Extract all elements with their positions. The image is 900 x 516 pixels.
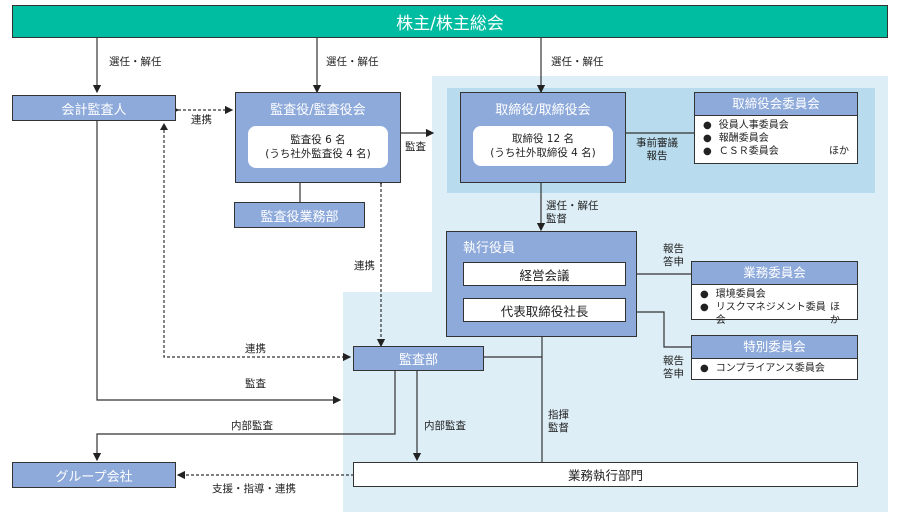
label-report-reply-b: 報告 答申 — [663, 355, 684, 380]
shareholders-title: 株主/株主総会 — [396, 14, 504, 34]
business-divisions-label: 業務執行部門 — [567, 468, 643, 483]
label-elect-dismiss-3: 選任・解任 — [551, 56, 604, 68]
label-internal-audit-group: 内部監査 — [231, 420, 273, 432]
label-report-reply-a: 報告 答申 — [663, 243, 684, 268]
audit-board-members: 監査役 6 名 (うち社外監査役 4 名) — [248, 126, 388, 168]
business-committees-title: 業務委員会 — [692, 262, 857, 285]
committee-item: ●役員人事委員会 — [703, 120, 789, 131]
committee-item: ●環境委員会 — [700, 289, 766, 300]
internal-audit-node: 監査部 — [353, 346, 484, 371]
edge-internal-audit-group — [92, 370, 396, 462]
business-committees-list: ●環境委員会 ●リスクマネジメント委員会ほか — [692, 285, 857, 330]
audit-board-outside-count: (うち社外監査役 4 名) — [265, 148, 371, 160]
label-coop-vertical: 連携 — [354, 260, 375, 272]
business-committees-node: 業務委員会 ●環境委員会 ●リスクマネジメント委員会ほか — [691, 261, 858, 326]
label-audit-accounting: 監査 — [245, 378, 266, 390]
label-internal-audit-divisions: 内部監査 — [424, 420, 466, 432]
label-elect-supervise: 選任・解任 監督 — [546, 200, 599, 225]
executive-officers-node: 執行役員 経営会議 代表取締役社長 — [446, 231, 637, 337]
label-coop-auditor: 連携 — [191, 114, 212, 126]
board-committees-list: ●役員人事委員会 ●報酬委員会 ●ＣＳＲ委員会ほか — [695, 116, 857, 161]
board-members: 取締役 12 名 (うち社外取締役 4 名) — [473, 126, 613, 166]
audit-board-members-count: 監査役 6 名 — [290, 134, 346, 146]
board-members-count: 取締役 12 名 — [511, 133, 575, 145]
management-meeting-node: 経営会議 — [463, 262, 626, 286]
audit-board-title: 監査役/監査役会 — [270, 103, 366, 118]
special-committees-title: 特別委員会 — [692, 336, 857, 359]
label-elect-dismiss-1: 選任・解任 — [109, 56, 162, 68]
group-companies-label: グループ会社 — [55, 469, 133, 485]
label-coop-internal: 連携 — [245, 343, 266, 355]
label-command-supervise: 指揮 監督 — [548, 409, 569, 434]
label-elect-dismiss-2: 選任・解任 — [326, 56, 379, 68]
board-title: 取締役/取締役会 — [495, 103, 591, 118]
board-outside-count: (うち社外取締役 4 名) — [490, 147, 596, 159]
label-support: 支援・指導・連携 — [212, 483, 296, 495]
committee-item: ●コンプライアンス委員会 — [700, 363, 825, 374]
president-node: 代表取締役社長 — [463, 298, 626, 322]
committee-item: ●ＣＳＲ委員会ほか — [703, 146, 849, 157]
accounting-auditor-node: 会計監査人 — [12, 95, 176, 121]
internal-audit-label: 監査部 — [398, 353, 438, 368]
business-divisions-node: 業務執行部門 — [353, 462, 858, 487]
shareholders-meeting: 株主/株主総会 — [12, 5, 888, 38]
audit-board-node: 監査役/監査役会 監査役 6 名 (うち社外監査役 4 名) — [235, 92, 401, 183]
board-committees-title: 取締役会委員会 — [695, 93, 857, 116]
accounting-auditor-label: 会計監査人 — [61, 102, 127, 118]
edge-accounting-audit — [96, 121, 342, 405]
committee-item: ●リスクマネジメント委員会ほか — [700, 302, 840, 326]
label-prior-review: 事前審議 報告 — [636, 137, 678, 162]
board-committees-node: 取締役会委員会 ●役員人事委員会 ●報酬委員会 ●ＣＳＲ委員会ほか — [694, 92, 858, 164]
group-companies-node: グループ会社 — [12, 462, 176, 488]
edge-exec-special-committees — [637, 311, 691, 348]
special-committees-list: ●コンプライアンス委員会 — [692, 359, 857, 378]
audit-staff-label: 監査役業務部 — [260, 209, 339, 225]
edge-coop-internal-auditor — [163, 125, 352, 362]
audit-staff-node: 監査役業務部 — [234, 202, 365, 228]
special-committees-node: 特別委員会 ●コンプライアンス委員会 — [691, 335, 858, 380]
executive-officers-title: 執行役員 — [463, 241, 516, 256]
label-audit-board: 監査 — [405, 141, 426, 153]
committee-item: ●報酬委員会 — [703, 133, 769, 144]
board-node: 取締役/取締役会 取締役 12 名 (うち社外取締役 4 名) — [460, 92, 626, 183]
